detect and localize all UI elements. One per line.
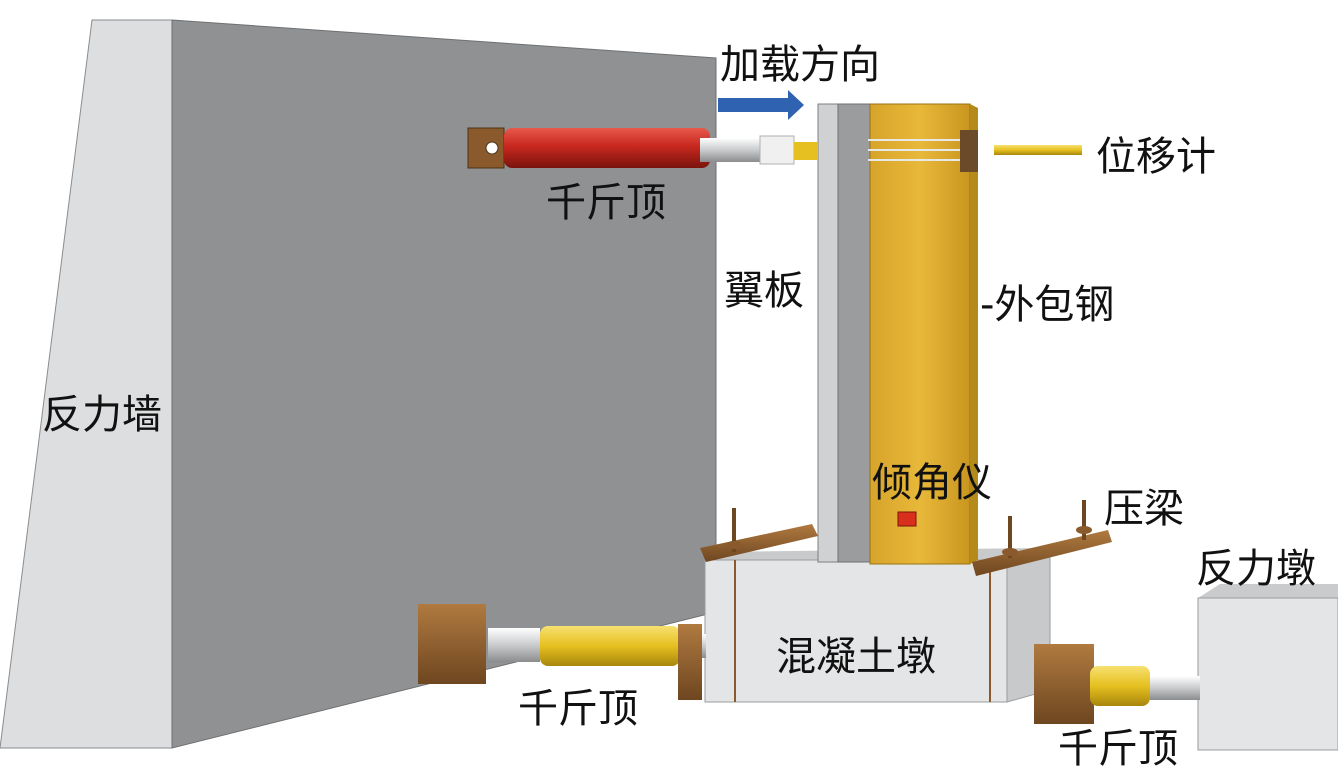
- inclinometer-device: [897, 511, 917, 527]
- label-concrete-pier: 混凝土墩: [776, 634, 936, 680]
- label-inclinometer: 倾角仪: [872, 460, 992, 506]
- label-flange-plate: 翼板: [724, 268, 804, 314]
- label-loading-direction: 加载方向: [720, 42, 880, 88]
- label-jack-bottom-left: 千斤顶: [518, 686, 638, 732]
- label-displacement-meter: 位移计: [1096, 134, 1216, 180]
- pressure-beam-right: [972, 500, 1112, 576]
- top-jack: [467, 127, 818, 169]
- label-reaction-pier: 反力墩: [1196, 546, 1316, 592]
- bottom-left-jack: [418, 604, 706, 700]
- label-reaction-wall: 反力墙: [42, 392, 162, 438]
- bottom-right-jack: [1034, 644, 1200, 724]
- label-jack-bottom-right: 千斤顶: [1058, 726, 1178, 772]
- label-jack-top: 千斤顶: [546, 180, 666, 226]
- reaction-wall: [0, 19, 717, 749]
- displacement-meter: [994, 145, 1082, 155]
- label-outer-steel: -外包钢: [980, 282, 1114, 328]
- label-pressure-beam: 压梁: [1104, 486, 1184, 532]
- pressure-beam-left: [700, 508, 818, 562]
- loading-direction-arrow: [718, 90, 804, 120]
- column: [817, 103, 978, 565]
- reaction-pier-block: [1197, 584, 1338, 751]
